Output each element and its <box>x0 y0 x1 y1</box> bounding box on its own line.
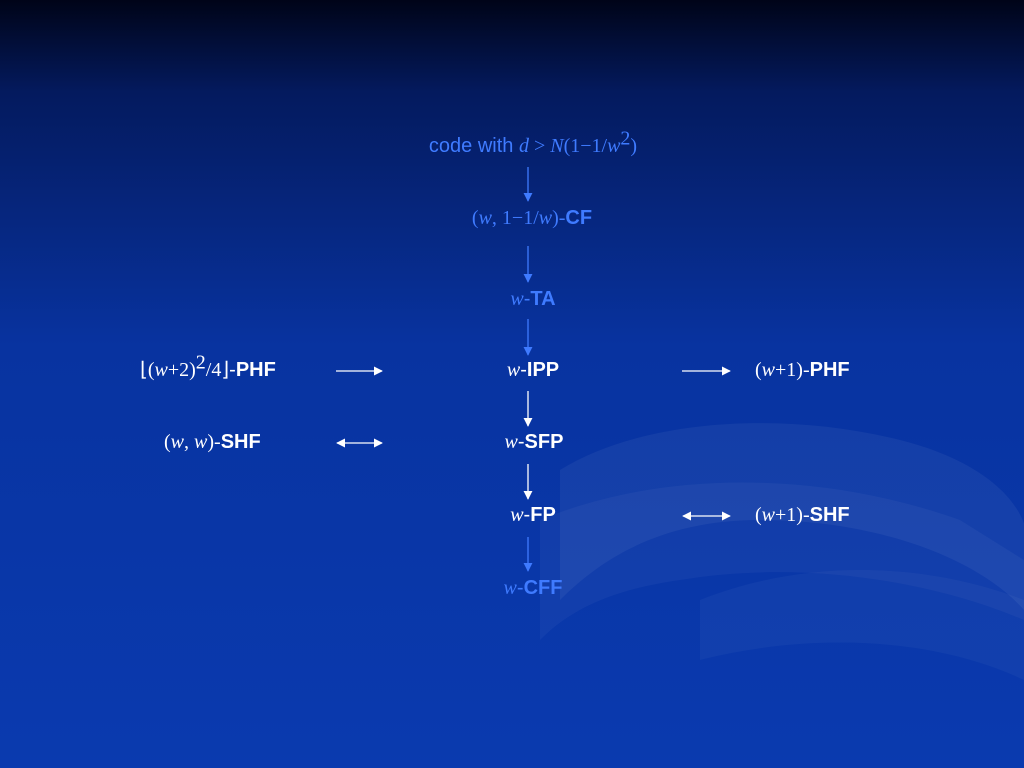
phf-left-floor-open: ⌊ <box>140 359 148 381</box>
shf-right-w: w <box>761 504 776 526</box>
phf-right-abbr: PHF <box>809 359 850 381</box>
ipp-dash: - <box>520 359 527 381</box>
fp-abbr: FP <box>530 504 556 526</box>
code-paren: (1−1/ <box>563 135 608 157</box>
code-exp: 2 <box>620 127 631 150</box>
node-cff: w-CFF <box>504 576 563 600</box>
code-gt: > <box>528 135 551 157</box>
phf-left-floor-close: ⌋ <box>221 359 230 381</box>
cff-w: w <box>503 577 517 599</box>
phf-left-div: /4 <box>205 359 222 381</box>
node-ta: w-TA <box>510 287 555 311</box>
node-shf-right: (w+1)-SHF <box>755 503 850 527</box>
phf-right-w: w <box>761 359 776 381</box>
phf-left-abbr: PHF <box>235 359 276 381</box>
fp-w: w <box>510 504 524 526</box>
code-d: d <box>518 135 529 157</box>
cff-dash: - <box>516 577 524 599</box>
ipp-w: w <box>506 359 521 381</box>
ta-w: w <box>510 288 524 310</box>
node-code-with-distance: code with d > N(1−1/w2) <box>428 128 638 158</box>
code-prefix: code with <box>428 135 519 157</box>
cf-mid: , 1−1/ <box>491 207 539 229</box>
node-sfp: w-SFP <box>505 430 564 454</box>
phf-left-plus: +2) <box>167 359 196 381</box>
cf-open: ( <box>471 207 479 229</box>
shf-left-open: ( <box>164 431 171 453</box>
cf-abbr: CF <box>565 207 593 229</box>
sfp-abbr: SFP <box>524 431 564 453</box>
cf-w1: w <box>478 207 492 229</box>
shf-left-abbr: SHF <box>220 431 261 453</box>
node-cf: (w, 1−1/w)-CF <box>472 206 592 230</box>
phf-left-open: ( <box>147 359 155 381</box>
node-shf-left: (w, w)-SHF <box>164 430 261 454</box>
shf-right-plus: +1)- <box>775 504 810 526</box>
cff-abbr: CFF <box>523 577 563 599</box>
phf-left-w: w <box>154 359 168 381</box>
shf-right-abbr: SHF <box>809 504 850 526</box>
code-close: ) <box>630 135 638 157</box>
shf-left-comma: , <box>184 431 195 453</box>
node-ipp: w-IPP <box>507 358 559 382</box>
phf-right-open: ( <box>755 359 762 381</box>
cf-w2: w <box>538 207 553 229</box>
cf-close: )- <box>552 207 566 229</box>
phf-left-exp: 2 <box>195 351 206 374</box>
shf-left-w1: w <box>170 431 185 453</box>
fp-dash: - <box>523 504 531 526</box>
sfp-dash: - <box>517 431 525 453</box>
node-phf-left: ⌊(w+2)2/4⌋-PHF <box>140 352 276 382</box>
code-N: N <box>550 135 564 157</box>
phf-left-dash: - <box>229 359 236 381</box>
shf-right-open: ( <box>755 504 762 526</box>
node-phf-right: (w+1)-PHF <box>755 358 850 382</box>
sfp-w: w <box>504 431 518 453</box>
node-fp: w-FP <box>510 503 556 527</box>
shf-left-w2: w <box>194 431 208 453</box>
code-w: w <box>607 135 621 157</box>
phf-right-plus: +1)- <box>775 359 810 381</box>
shf-left-close: )- <box>207 431 221 453</box>
ta-dash: - <box>523 288 531 310</box>
ta-abbr: TA <box>530 288 556 310</box>
ipp-abbr: IPP <box>526 359 560 381</box>
